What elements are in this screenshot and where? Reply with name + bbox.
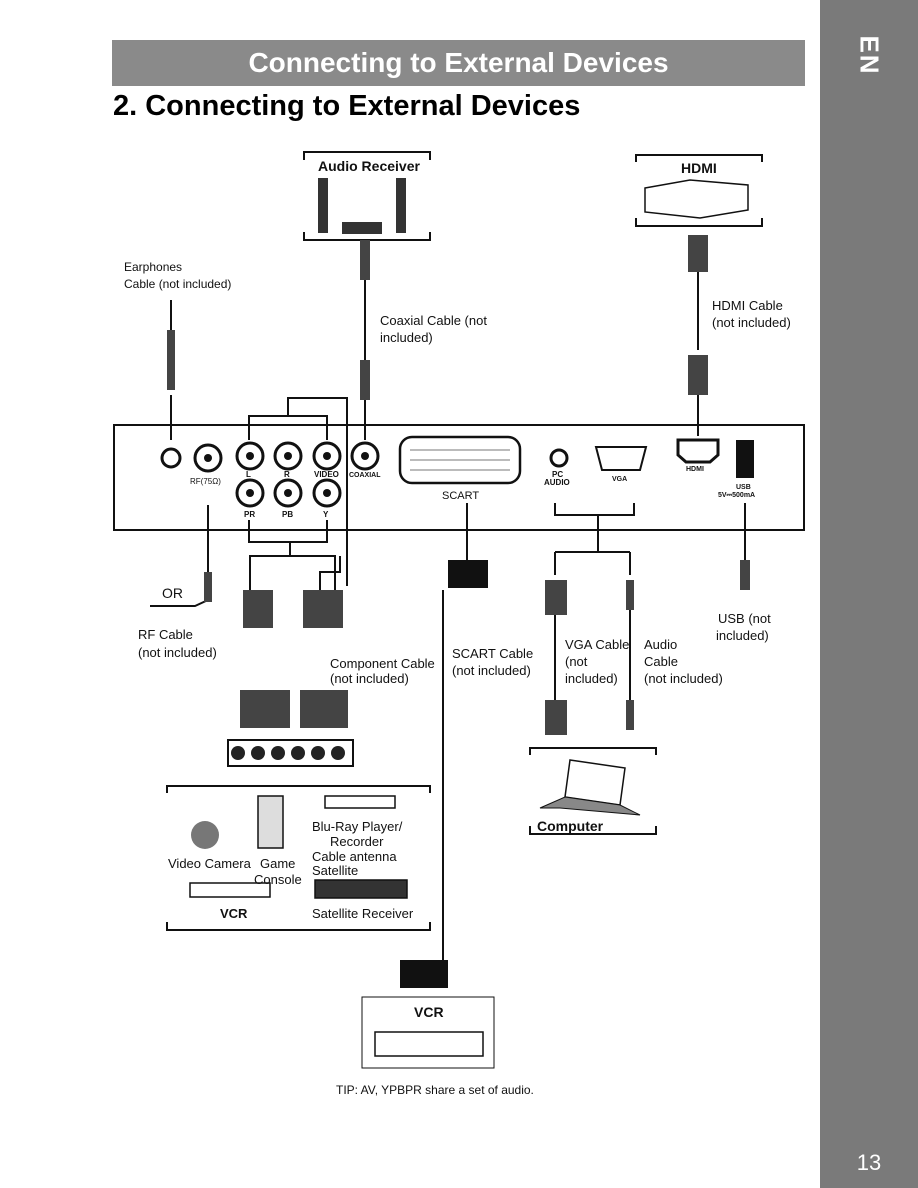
computer-title: Computer bbox=[537, 818, 604, 834]
game-console-label: Game bbox=[260, 856, 296, 871]
rf-cable-label-2: (not included) bbox=[138, 645, 217, 660]
video-port-label: VIDEO bbox=[314, 470, 339, 479]
satellite-receiver-label: Satellite Receiver bbox=[312, 906, 414, 921]
cable-antenna-label: Cable antenna bbox=[312, 849, 397, 864]
vga-port-label: VGA bbox=[612, 476, 628, 483]
hdmi-port-label: HDMI bbox=[686, 466, 704, 473]
l-port-label: L bbox=[246, 470, 251, 479]
y-port-label: Y bbox=[323, 510, 329, 519]
vga-cable-label-2: (not bbox=[565, 654, 588, 669]
earphones-label-2: Cable (not included) bbox=[124, 277, 232, 291]
side-tab bbox=[820, 0, 918, 1188]
coaxial-cable-label-2: included) bbox=[380, 330, 433, 345]
section-banner: Connecting to External Devices bbox=[112, 40, 805, 86]
page-number: 13 bbox=[856, 1150, 882, 1175]
earphones-label: Earphones bbox=[124, 260, 183, 274]
usb-port-label: USB bbox=[736, 484, 751, 491]
usb-cable-label-2: included) bbox=[716, 628, 769, 643]
audio-cable-label-2: Cable bbox=[644, 654, 678, 669]
or-label: OR bbox=[162, 585, 183, 601]
hdmi-cable-label-2: (not included) bbox=[712, 315, 791, 330]
scart-cable-label: SCART Cable bbox=[452, 646, 534, 661]
scart-port-label: SCART bbox=[442, 490, 480, 502]
coaxial-cable-label: Coaxial Cable (not bbox=[380, 313, 487, 328]
audio-receiver-title: Audio Receiver bbox=[318, 158, 420, 174]
video-camera-label: Video Camera bbox=[168, 856, 251, 871]
bluray-label: Blu-Ray Player/ bbox=[312, 819, 403, 834]
scart-cable-label-2: (not included) bbox=[452, 663, 531, 678]
rf-cable-label: RF Cable bbox=[138, 627, 193, 642]
vga-cable-label-3: included) bbox=[565, 671, 618, 686]
tip-note: TIP: AV, YPBPR share a set of audio. bbox=[336, 1083, 534, 1097]
vcr-device-label: VCR bbox=[220, 906, 248, 921]
pb-port-label: PB bbox=[282, 510, 294, 519]
coaxial-port-label: COAXIAL bbox=[349, 472, 381, 479]
pc-audio-label-2: AUDIO bbox=[544, 478, 570, 487]
component-cable-label: Component Cable bbox=[330, 656, 435, 671]
usb-cable-label: USB (not bbox=[718, 611, 771, 626]
pc-audio-label: PC bbox=[552, 470, 564, 479]
vcr-bottom-title: VCR bbox=[414, 1004, 444, 1020]
rf-port-label: RF(75Ω) bbox=[190, 477, 221, 486]
r-port-label: R bbox=[284, 470, 290, 479]
pr-port-label: PR bbox=[244, 510, 256, 519]
component-cable-label-2: (not included) bbox=[330, 671, 409, 686]
hdmi-cable-label: HDMI Cable bbox=[712, 298, 783, 313]
game-console-label-2: Console bbox=[254, 872, 302, 887]
satellite-label: Satellite bbox=[312, 863, 359, 878]
audio-cable-label: Audio bbox=[644, 637, 678, 652]
page-title: 2. Connecting to External Devices bbox=[113, 90, 581, 122]
audio-cable-label-3: (not included) bbox=[644, 671, 723, 686]
usb-port-label-2: 5V⎓500mA bbox=[718, 492, 756, 499]
hdmi-device-title: HDMI bbox=[681, 160, 717, 176]
bluray-label-2: Recorder bbox=[330, 834, 384, 849]
vga-cable-label: VGA Cable bbox=[565, 637, 630, 652]
